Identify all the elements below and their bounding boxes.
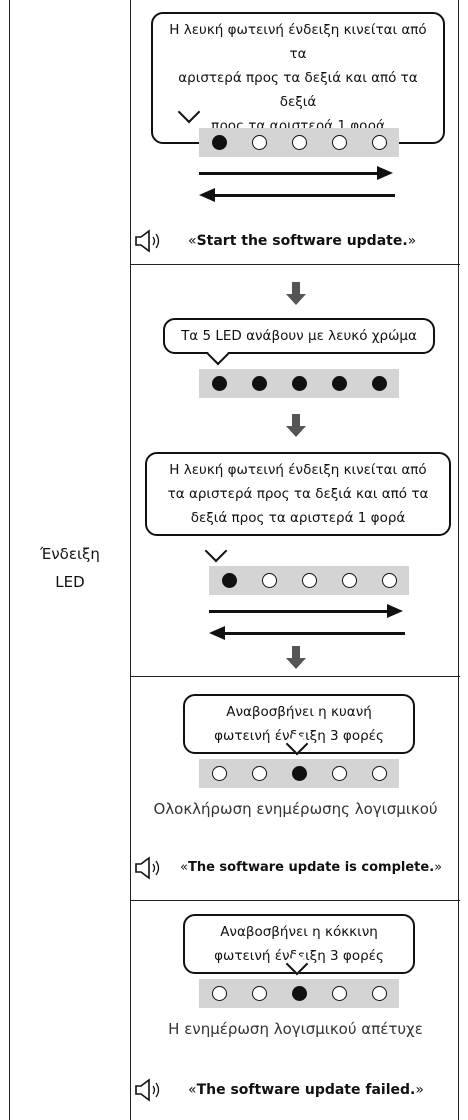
row-divider (130, 676, 460, 677)
led-off-indicator (331, 766, 347, 781)
led-on-indicator (291, 766, 307, 781)
arrow-left (215, 194, 395, 197)
bubble-line: δεξιά προς τα αριστερά 1 φορά (190, 510, 406, 526)
down-arrow-icon (286, 282, 306, 306)
arrow-right (209, 610, 389, 613)
voice-guide-text: «The software update is complete.» (180, 860, 443, 875)
row-label-line: LED (55, 573, 85, 591)
led-strip (199, 128, 399, 157)
bubble-line: Αναβοσβήνει η κυανή (226, 704, 372, 720)
instruction-bubble: Η λευκή φωτεινή ένδειξη κινείται από τα … (151, 12, 445, 144)
led-indication-table: Ένδειξη LED Η λευκή φωτεινή ένδειξη κινε… (9, 0, 460, 1120)
led-on-indicator (331, 376, 347, 391)
led-off-indicator (331, 986, 347, 1001)
led-off-indicator (211, 986, 227, 1001)
led-on-indicator (211, 376, 227, 391)
bubble-line: Η λευκή φωτεινή ένδειξη κινείται από τα (169, 22, 427, 62)
row-divider (130, 264, 460, 265)
led-on-indicator (291, 376, 307, 391)
down-arrow-icon (286, 646, 306, 670)
led-on-indicator (221, 573, 237, 588)
led-strip (209, 566, 409, 595)
led-off-indicator (251, 766, 267, 781)
voice-guide-text: «Start the software update.» (188, 233, 417, 249)
led-strip (199, 369, 399, 398)
voice-guide-text: «The software update failed.» (188, 1082, 424, 1098)
led-off-indicator (261, 573, 277, 588)
led-off-indicator (331, 135, 347, 150)
speaker-icon (135, 229, 160, 253)
speaker-icon (135, 1078, 160, 1102)
row-label-line: Ένδειξη (40, 545, 100, 563)
led-on-indicator (291, 986, 307, 1001)
arrow-left (225, 632, 405, 635)
led-off-indicator (301, 573, 317, 588)
speaker-icon (135, 856, 160, 880)
arrow-right (199, 172, 379, 175)
led-off-indicator (371, 766, 387, 781)
arrow-left-head (209, 626, 225, 640)
bubble-line: τα αριστερά προς τα δεξιά και από τα (167, 486, 429, 502)
led-off-indicator (251, 135, 267, 150)
led-strip (199, 759, 399, 788)
row-label: Ένδειξη LED (10, 540, 130, 596)
column-divider (130, 0, 131, 1120)
led-on-indicator (251, 376, 267, 391)
led-strip (199, 979, 399, 1008)
led-off-indicator (381, 573, 397, 588)
led-on-indicator (211, 135, 227, 150)
bubble-line: Τα 5 LED ανάβουν με λευκό χρώμα (181, 328, 417, 344)
led-off-indicator (251, 986, 267, 1001)
instruction-bubble: Τα 5 LED ανάβουν με λευκό χρώμα (163, 318, 435, 354)
arrow-right-head (387, 604, 403, 618)
led-off-indicator (341, 573, 357, 588)
bubble-line: αριστερά προς τα δεξιά και από τα δεξιά (178, 70, 418, 110)
bubble-line: Αναβοσβήνει η κόκκινη (220, 924, 378, 940)
led-on-indicator (371, 376, 387, 391)
down-arrow-icon (286, 414, 306, 438)
status-text: Η ενημέρωση λογισμικού απέτυχε (168, 1020, 423, 1038)
led-off-indicator (371, 135, 387, 150)
arrow-right-head (377, 166, 393, 180)
led-off-indicator (291, 135, 307, 150)
instruction-bubble: Η λευκή φωτεινή ένδειξη κινείται από τα … (145, 452, 451, 536)
bubble-tail (204, 539, 228, 563)
led-off-indicator (211, 766, 227, 781)
led-off-indicator (371, 986, 387, 1001)
row-divider (130, 900, 460, 901)
arrow-left-head (199, 188, 215, 202)
status-text: Ολοκλήρωση ενημέρωσης λογισμικού (153, 800, 438, 818)
bubble-line: Η λευκή φωτεινή ένδειξη κινείται από (169, 462, 427, 478)
